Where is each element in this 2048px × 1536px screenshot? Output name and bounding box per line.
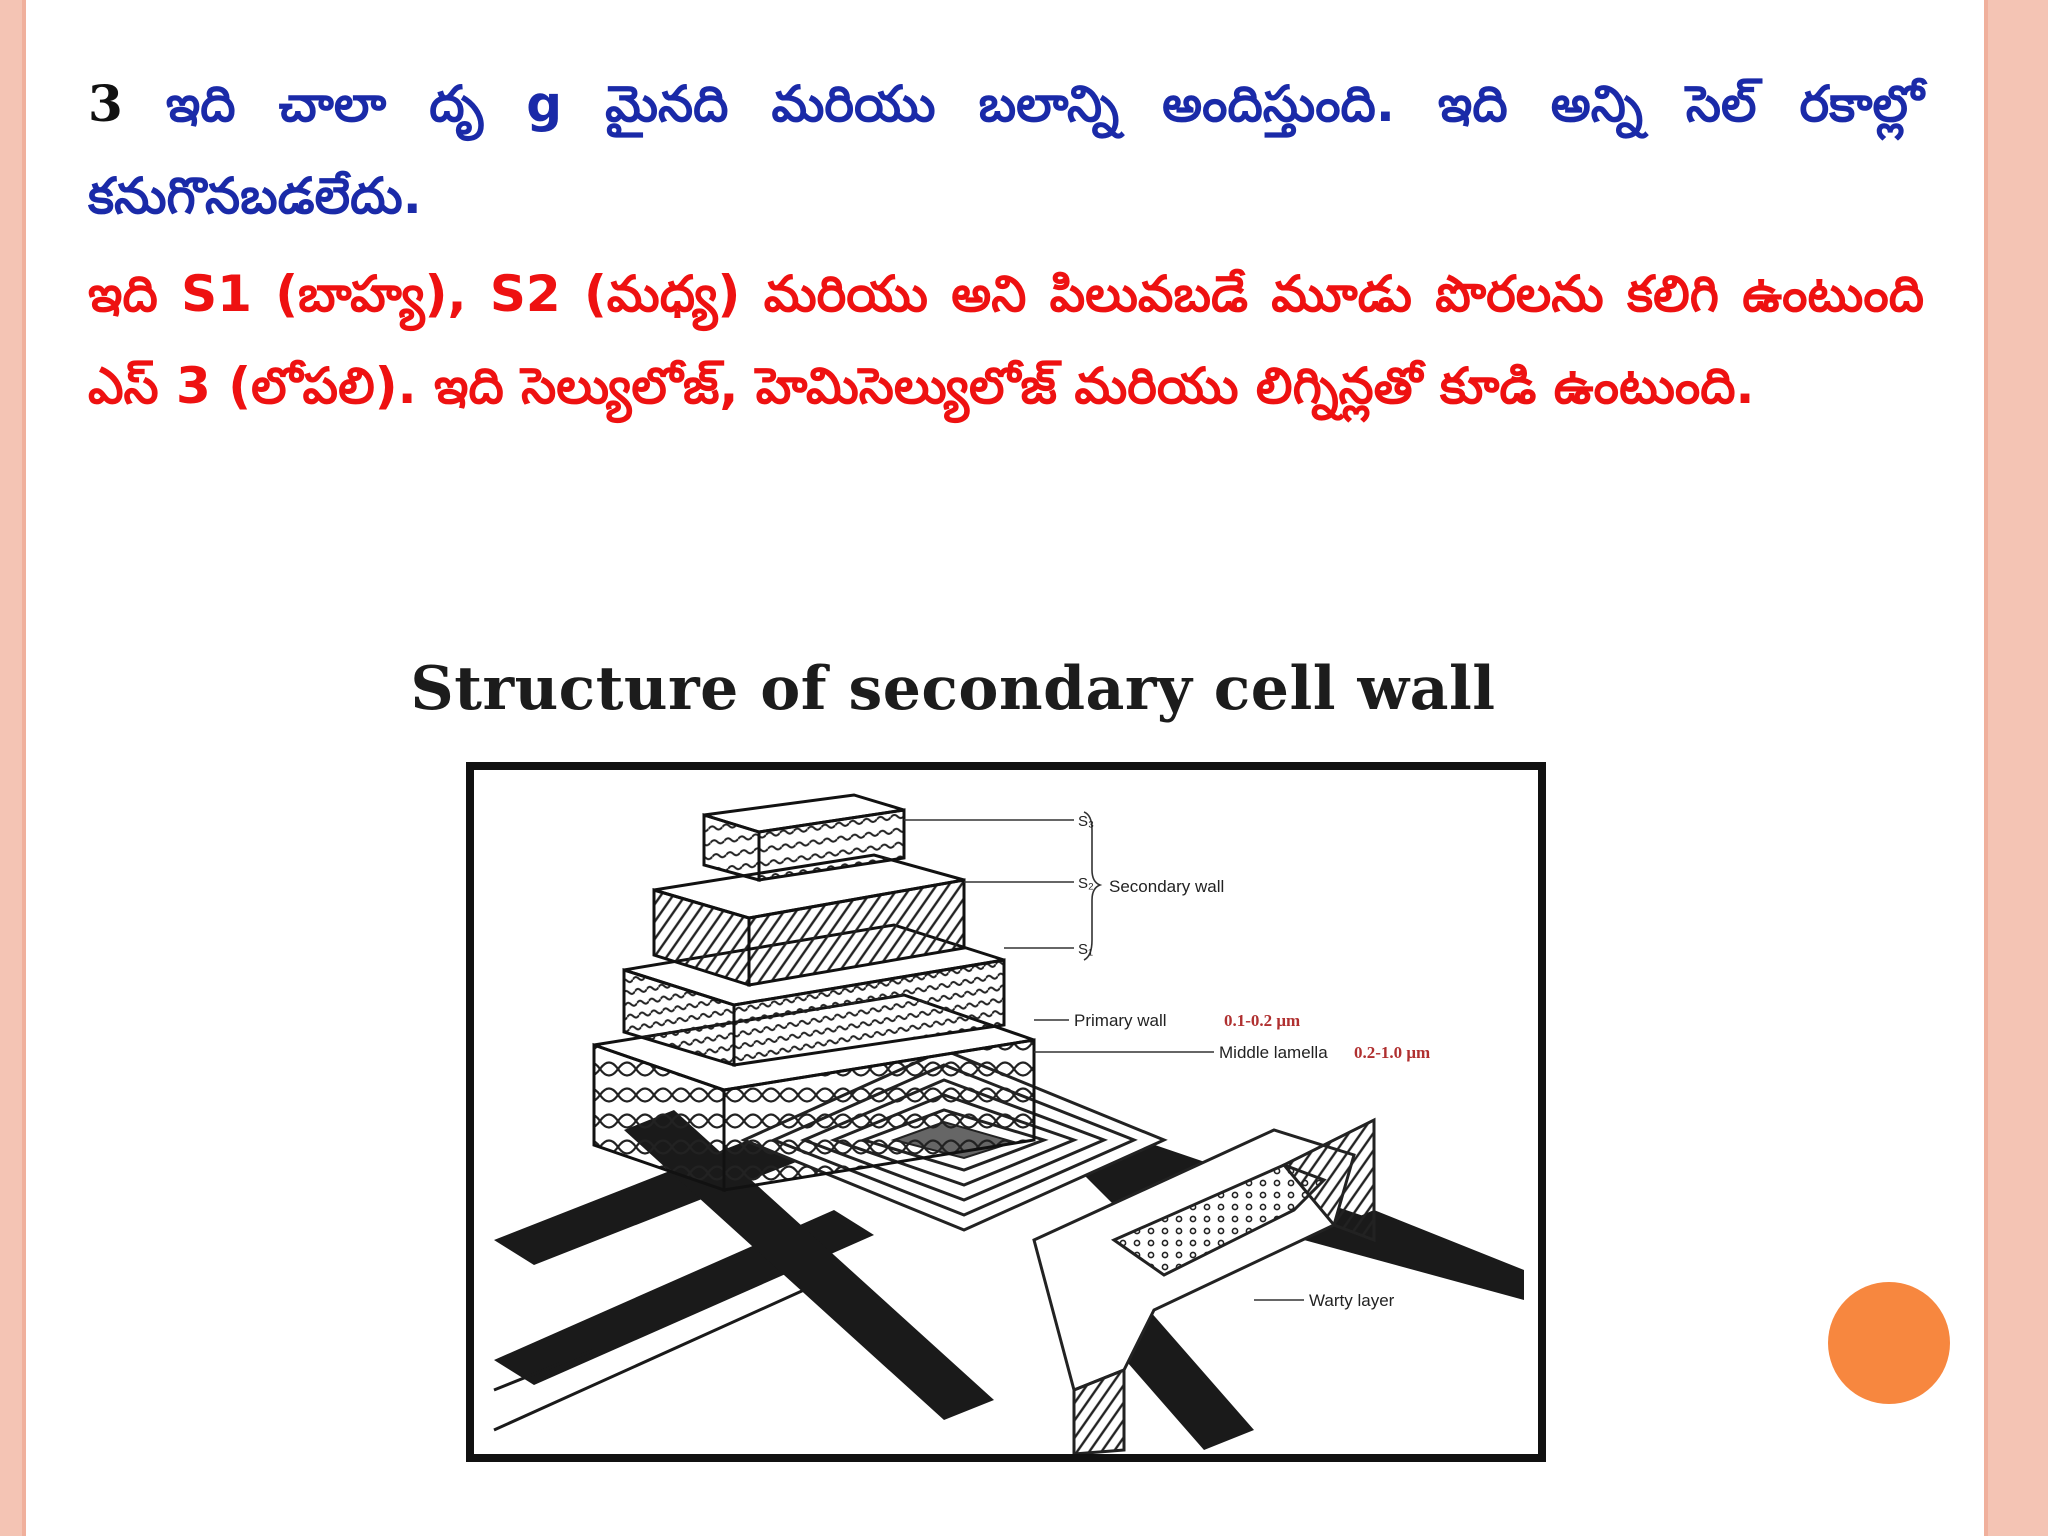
- decorative-orange-dot: [1828, 1282, 1950, 1404]
- left-border: [0, 0, 22, 1536]
- s2-block: [652, 853, 966, 988]
- paragraph-blue: 3 ఇది చాలా దృ g మైనది మరియు బలాన్ని అంది…: [88, 58, 1924, 242]
- paragraph-number: 3: [88, 74, 123, 133]
- label-secondary-wall: Secondary wall: [1109, 877, 1224, 896]
- cell-wall-diagram: S₃ S₂ S₁ Secondary wall Primary wall 0.1…: [493, 793, 1524, 1454]
- label-warty-layer: Warty layer: [1309, 1291, 1395, 1310]
- u-wall: [1032, 1117, 1376, 1454]
- label-s3: S₃: [1078, 813, 1094, 830]
- label-primary-wall-thickness: 0.1-0.2 μm: [1224, 1011, 1300, 1030]
- paragraph-blue-text: ఇది చాలా దృ g మైనది మరియు బలాన్ని అందిస్…: [88, 75, 1924, 225]
- label-s2: S₂: [1078, 875, 1094, 892]
- label-middle-lamella-thickness: 0.2-1.0 μm: [1354, 1043, 1430, 1062]
- right-border-line: [1984, 0, 1988, 1536]
- s3-block: [702, 793, 906, 882]
- cell-wall-figure: S₃ S₂ S₁ Secondary wall Primary wall 0.1…: [466, 762, 1546, 1462]
- label-primary-wall: Primary wall: [1074, 1011, 1167, 1030]
- paragraph-red: ఇది S1 (బాహ్య), S2 (మధ్య) మరియు అని పిలు…: [88, 265, 1924, 415]
- leader-lines: [904, 811, 1304, 1301]
- label-middle-lamella: Middle lamella: [1219, 1043, 1328, 1062]
- left-border-line: [22, 0, 26, 1536]
- label-s1: S₁: [1078, 941, 1093, 958]
- slide-text: 3 ఇది చాలా దృ g మైనది మరియు బలాన్ని అంది…: [88, 58, 1924, 432]
- figure-title: Structure of secondary cell wall: [410, 654, 1496, 724]
- right-border: [1988, 0, 2048, 1536]
